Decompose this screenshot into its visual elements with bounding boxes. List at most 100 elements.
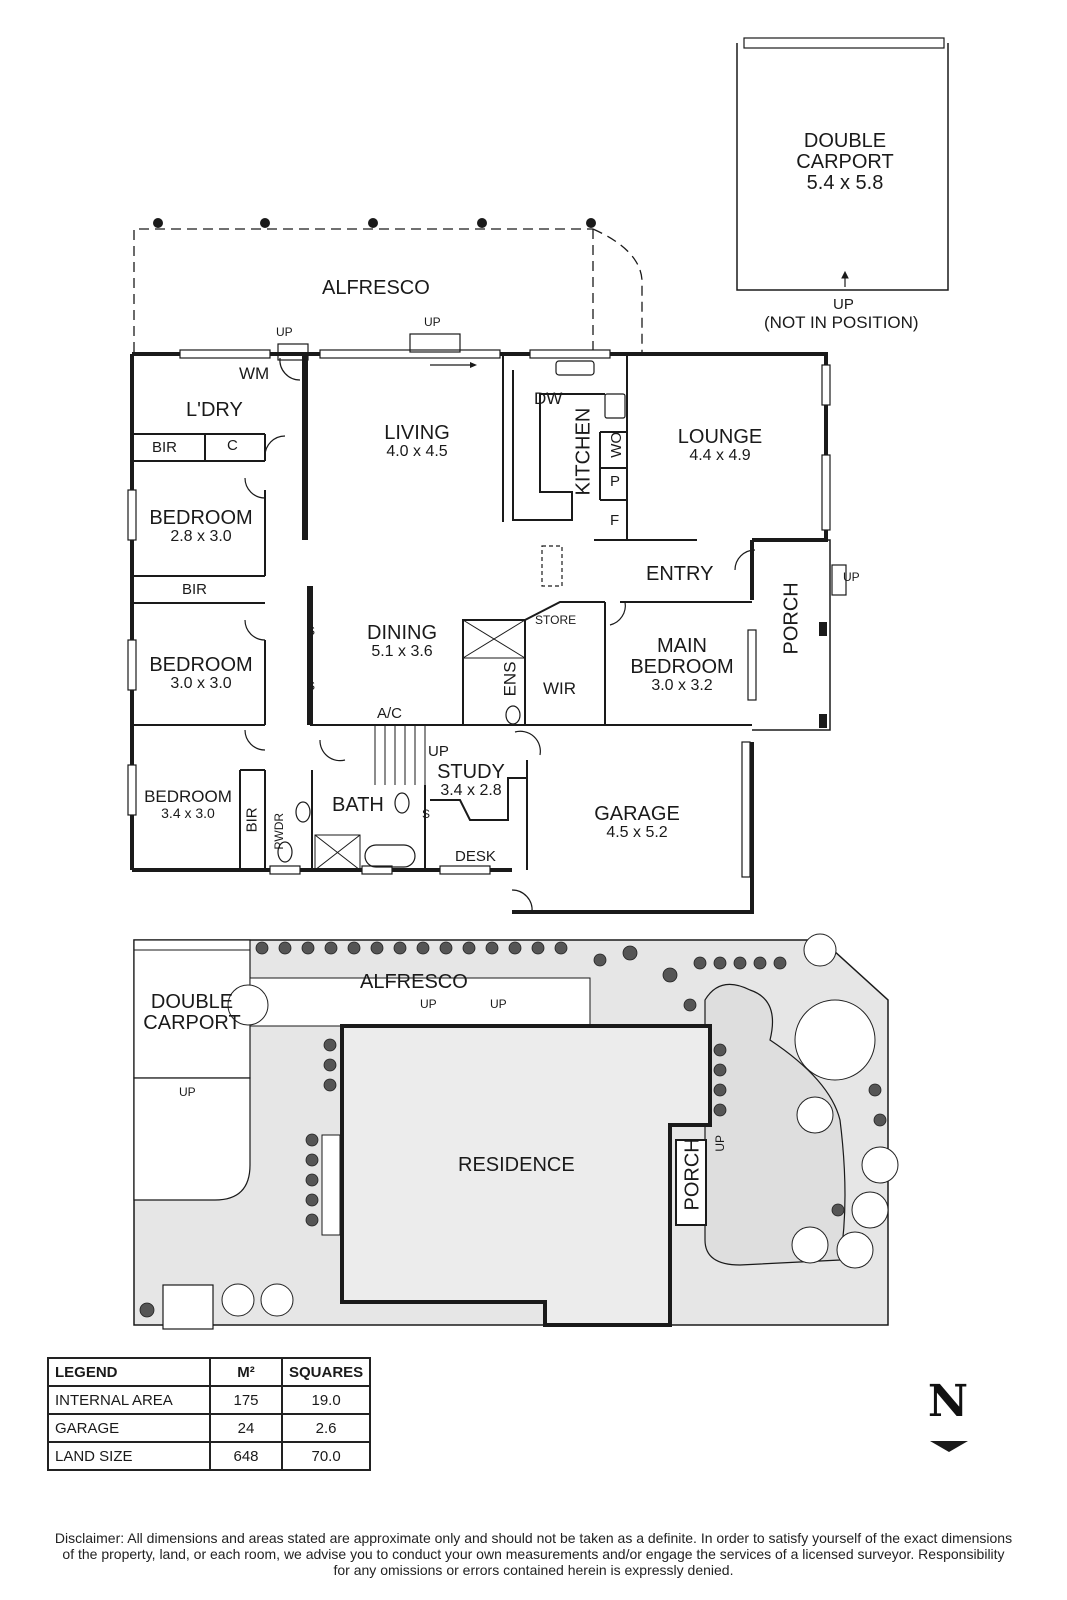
shower — [314, 619, 526, 871]
living-name: LIVING — [384, 422, 450, 444]
door-swings — [244, 357, 756, 913]
garage-dims: 4.5 x 5.2 — [606, 824, 668, 841]
room-label-kitchen: KITCHEN — [572, 407, 595, 496]
up-laundry-label: UP — [276, 325, 293, 339]
disclaimer: Disclaimer: All dimensions and areas sta… — [0, 1530, 1067, 1578]
room-label-living: LIVING 4.0 x 4.5 — [375, 423, 459, 461]
carport-dims: 5.4 x 5.8 — [806, 172, 884, 194]
wir-label: WIR — [543, 679, 577, 698]
legend-row-squares: 2.6 — [280, 1413, 372, 1443]
dining-dims: 5.1 x 3.6 — [371, 643, 433, 660]
room-label-lounge: LOUNGE 4.4 x 4.9 — [670, 427, 770, 465]
powder-room-label: PWDR — [272, 812, 287, 850]
room-label-bath: BATH — [332, 794, 384, 816]
living-dims: 4.0 x 4.5 — [386, 443, 448, 460]
dishwasher-label: DW — [534, 389, 563, 408]
room-label-double-carport: DOUBLE CARPORT 5.4 x 5.8 — [785, 131, 905, 194]
alfresco-outline — [133, 228, 643, 352]
up-living-label: UP — [424, 315, 441, 329]
site-label-alfresco: ALFRESCO — [360, 971, 468, 993]
site-carport-line2: CARPORT — [143, 1012, 241, 1034]
stairs — [374, 725, 426, 785]
disclaimer-line-3: for any omissions or errors contained he… — [333, 1562, 734, 1578]
bedroom1-name: BEDROOM — [149, 507, 253, 529]
alfresco-posts — [153, 218, 596, 228]
toilet — [394, 792, 410, 814]
carport-line1: DOUBLE — [803, 130, 887, 152]
site-plan — [133, 933, 899, 1330]
stair-up-label: UP — [428, 743, 449, 760]
fridge-label: F — [610, 512, 620, 529]
washing-machine-label: WM — [239, 364, 270, 383]
room-label-garage: GARAGE 4.5 x 5.2 — [585, 804, 689, 842]
bedroom2-name: BEDROOM — [149, 654, 253, 676]
main-bedroom-dims: 3.0 x 3.2 — [651, 677, 713, 694]
carport-up-label: UP — [833, 296, 854, 313]
legend-header-m2: M² — [209, 1357, 283, 1387]
toilet — [295, 801, 311, 823]
room-label-porch: PORCH — [780, 582, 803, 655]
site-trees — [139, 941, 887, 1318]
north-indicator: N — [925, 1380, 971, 1424]
room-label-study: STUDY 3.4 x 2.8 — [431, 762, 511, 800]
legend-row-squares: 70.0 — [280, 1441, 372, 1471]
disclaimer-line-2: of the property, land, or each room, we … — [62, 1546, 1005, 1562]
disclaimer-line-1: Disclaimer: All dimensions and areas sta… — [54, 1530, 1013, 1546]
bir-label-1: BIR — [152, 439, 178, 456]
ac-label: A/C — [377, 705, 403, 722]
legend-row: LAND SIZE 648 70.0 — [47, 1441, 372, 1471]
site-label-residence: RESIDENCE — [458, 1154, 575, 1176]
cooktop — [604, 393, 626, 419]
bathtub — [364, 844, 416, 868]
desk-label: DESK — [455, 848, 496, 865]
pantry-label: P — [610, 473, 621, 490]
legend-row-squares: 19.0 — [280, 1385, 372, 1415]
porch-up-label: UP — [843, 570, 860, 584]
dining-s-label-1: S — [307, 624, 316, 638]
site-carport-line1: DOUBLE — [150, 991, 234, 1013]
room-label-bedroom-3: BEDROOM 3.4 x 3.0 — [138, 788, 238, 821]
room-label-bedroom-2: BEDROOM 3.0 x 3.0 — [141, 655, 261, 693]
legend-header-row: LEGEND M² SQUARES — [47, 1357, 372, 1387]
area-legend-table: LEGEND M² SQUARES INTERNAL AREA 175 19.0… — [47, 1357, 372, 1471]
carport-note: (NOT IN POSITION) — [764, 313, 919, 332]
cupboard-label: C — [227, 437, 238, 454]
legend-row-m2: 24 — [209, 1413, 283, 1443]
room-label-alfresco: ALFRESCO — [322, 277, 430, 299]
wall-oven-label: WO — [608, 431, 626, 458]
room-label-bedroom-1: BEDROOM 2.8 x 3.0 — [141, 508, 261, 546]
legend-row-label: LAND SIZE — [47, 1441, 211, 1471]
lounge-dims: 4.4 x 4.9 — [689, 447, 751, 464]
main-bedroom-line1: MAIN — [657, 635, 707, 657]
internal-walls — [134, 354, 752, 870]
legend-row: INTERNAL AREA 175 19.0 — [47, 1385, 372, 1415]
study-dims: 3.4 x 2.8 — [440, 782, 502, 799]
bir-label-3: BIR — [243, 807, 261, 833]
kitchen-island — [541, 545, 563, 587]
main-bedroom-line2: BEDROOM — [630, 656, 734, 678]
carport-line2: CARPORT — [796, 151, 894, 173]
ensuite-label: ENS — [500, 661, 520, 697]
north-letter: N — [927, 1376, 969, 1427]
windows — [127, 349, 831, 878]
site-up-3: UP — [713, 1134, 728, 1152]
bir-label-2: BIR — [182, 581, 208, 598]
site-label-porch: PORCH — [681, 1138, 704, 1211]
site-carport-up: UP — [179, 1085, 196, 1099]
legend-header-squares: SQUARES — [280, 1357, 372, 1387]
bedroom3-name: BEDROOM — [144, 787, 232, 806]
room-label-entry: ENTRY — [646, 563, 714, 585]
bedroom2-dims: 3.0 x 3.0 — [170, 675, 232, 692]
site-up-2: UP — [490, 997, 507, 1011]
lounge-name: LOUNGE — [677, 426, 763, 448]
large-trees — [221, 933, 899, 1317]
toilet — [505, 705, 521, 725]
toilet — [277, 841, 293, 863]
study-name: STUDY — [437, 761, 505, 783]
site-up-1: UP — [420, 997, 437, 1011]
kitchen-sink — [555, 360, 595, 376]
dining-name: DINING — [367, 622, 437, 644]
store-label: STORE — [535, 613, 577, 627]
dining-s-label-2: S — [307, 679, 316, 693]
legend-header-legend: LEGEND — [47, 1357, 211, 1387]
